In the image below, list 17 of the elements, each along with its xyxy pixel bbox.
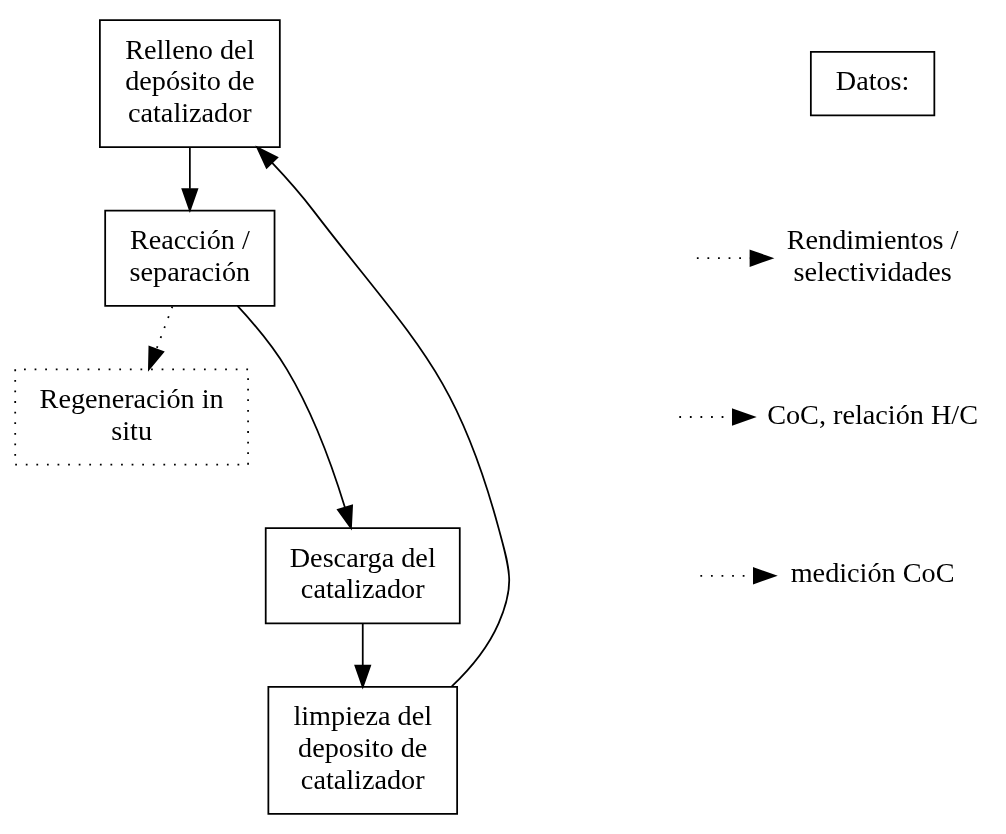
node-box: Descarga del catalizador [264, 527, 461, 625]
arrow [678, 408, 757, 426]
arrow [354, 622, 372, 690]
arrow [147, 305, 174, 372]
node-box: Datos: [809, 50, 936, 117]
node-text: Rendimientos / selectividades [786, 224, 959, 287]
arrow [255, 145, 511, 688]
arrow [699, 567, 778, 585]
arrow [236, 305, 354, 531]
node-box: Reacción / separación [104, 209, 276, 307]
node-text: medición CoC [790, 557, 955, 589]
node-text: CoC, relación H/C [767, 398, 979, 430]
arrow [181, 146, 199, 213]
node-box: Regeneración in situ [14, 368, 249, 466]
arrow [696, 249, 775, 267]
node-box: limpieza del deposito de catalizador [267, 686, 458, 815]
node-box: Relleno del depósito de catalizador [99, 19, 281, 148]
